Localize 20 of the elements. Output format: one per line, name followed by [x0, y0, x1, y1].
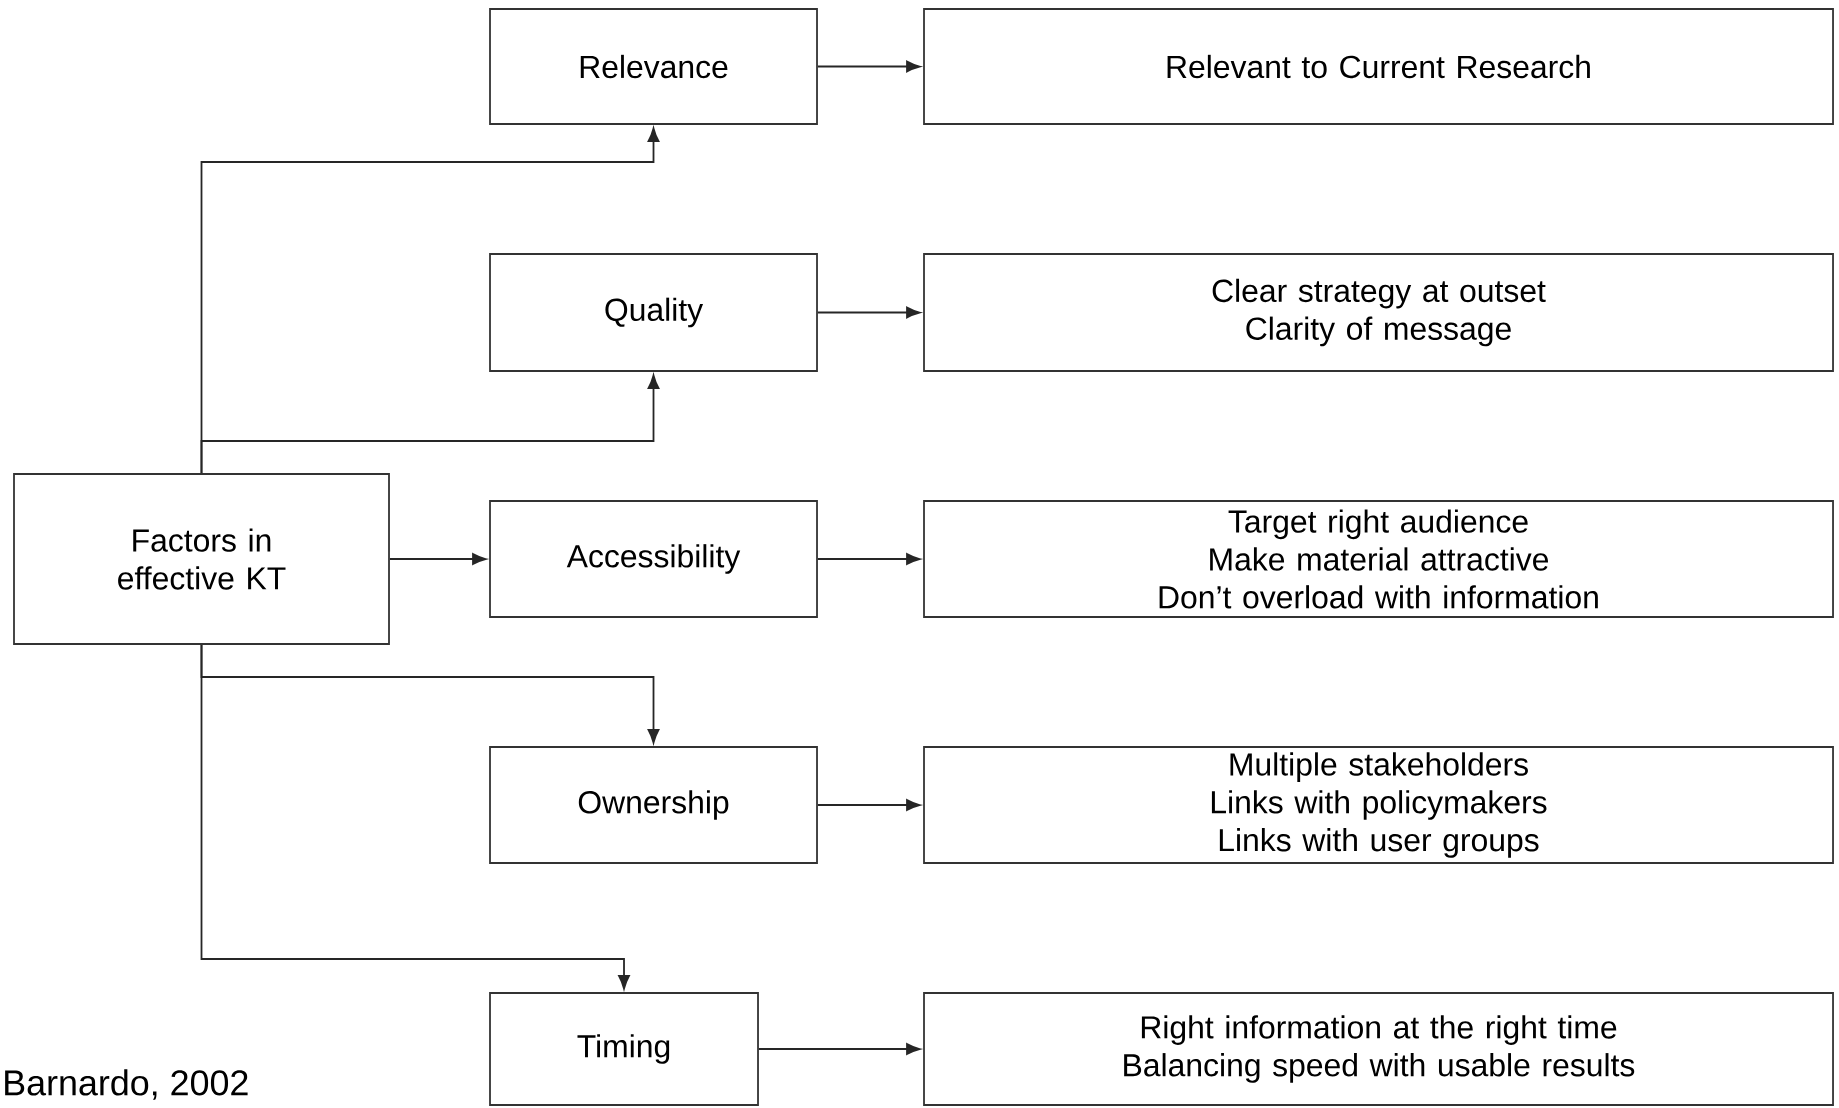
- arrow: [758, 1043, 921, 1055]
- citation: Barnardo, 2002: [5, 1069, 248, 1100]
- description-box: Right information at the right time Balancing speed with usable results: [923, 992, 1834, 1106]
- arrow: [200, 644, 630, 990]
- factor-box: Accessibility: [489, 500, 818, 618]
- arrow: [200, 374, 660, 474]
- arrow: [817, 799, 921, 811]
- arrow: [389, 553, 487, 565]
- arrow: [817, 306, 921, 319]
- arrow: [817, 60, 921, 73]
- description-box: Relevant to Current Research: [923, 8, 1834, 125]
- description-box: Target right audience Make material attractive Don’t overload with information: [923, 500, 1834, 618]
- arrow: [817, 553, 921, 565]
- factor-box: Relevance: [489, 8, 818, 125]
- description-box: Clear strategy at outset Clarity of message: [923, 253, 1834, 372]
- description-box: Multiple stakeholders Links with policymakers Links with user groups: [923, 746, 1834, 864]
- factor-box: Timing: [489, 992, 759, 1106]
- root-box: Factors in effective KT: [13, 473, 390, 645]
- factor-box: Quality: [489, 253, 818, 372]
- factor-box: Ownership: [489, 746, 818, 864]
